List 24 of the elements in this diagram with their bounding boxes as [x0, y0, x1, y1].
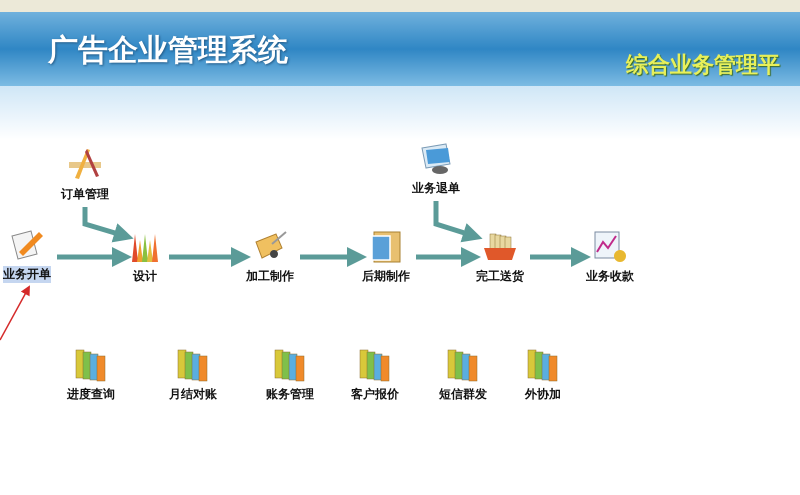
- node-label: 订单管理: [61, 186, 109, 203]
- arrow: [57, 247, 132, 267]
- arrow: [434, 201, 483, 242]
- app-title: 广告企业管理系统: [48, 32, 288, 70]
- node-label: 业务开单: [3, 266, 51, 283]
- arrow: [300, 247, 367, 267]
- arrow: [416, 247, 481, 267]
- node-label: 进度查询: [67, 386, 115, 403]
- node-label: 后期制作: [362, 268, 410, 285]
- banner-slogan: 综合业务管理平: [626, 52, 780, 80]
- node-label: 客户报价: [351, 386, 399, 403]
- node-label: 设计: [133, 268, 157, 285]
- arrow: [169, 247, 251, 267]
- arrow: [530, 247, 591, 267]
- node-label: 月结对账: [169, 386, 217, 403]
- arrow: [82, 207, 134, 242]
- node-label: 账务管理: [266, 386, 314, 403]
- node-label: 外协加: [525, 386, 561, 403]
- node-label: 短信群发: [439, 386, 487, 403]
- node-label: 业务退单: [412, 180, 460, 197]
- arrow: [0, 285, 30, 340]
- node-label: 完工送货: [476, 268, 524, 285]
- node-label: 业务收款: [586, 268, 634, 285]
- node-label: 加工制作: [246, 268, 294, 285]
